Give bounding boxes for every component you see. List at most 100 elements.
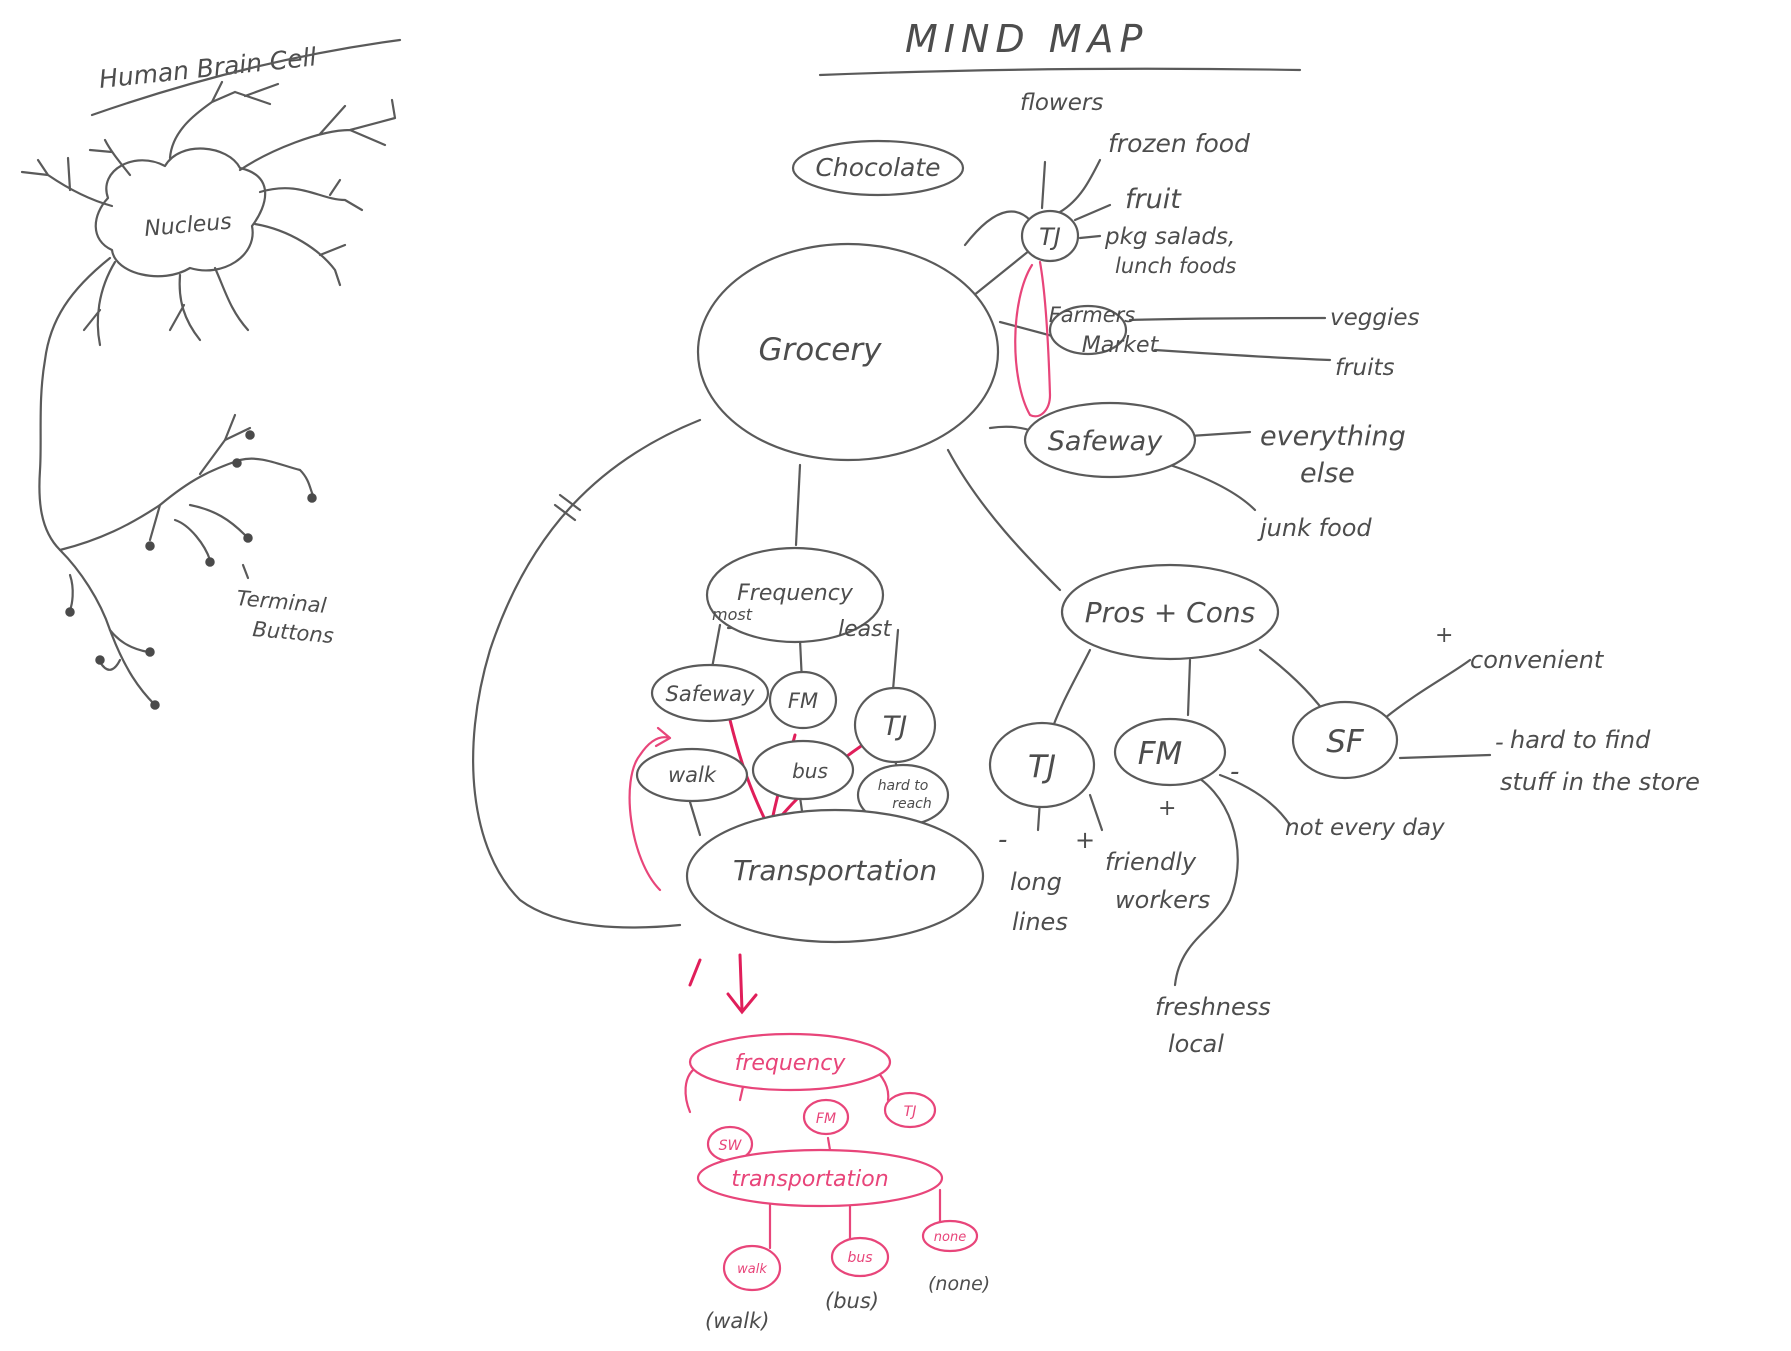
red-node-bus-label: bus: [847, 1250, 872, 1266]
link-chocolate-tj: [963, 210, 1032, 247]
red-link: [826, 1136, 832, 1152]
safeway-item-junk-food: junk food: [1257, 514, 1372, 542]
node-walk: [635, 747, 749, 803]
terminal-button: [232, 458, 242, 468]
pc-tj-minus-sign: -: [998, 825, 1007, 855]
link-tj-plus: [1088, 793, 1104, 832]
dendrite-lower-right: [253, 222, 347, 287]
node-chocolate: [791, 139, 965, 197]
link-fm-fruits: [1153, 348, 1332, 362]
node-freq-fm: [768, 670, 838, 730]
fm-item-veggies: veggies: [1330, 305, 1420, 331]
terminal-label-line-2: Buttons: [252, 617, 335, 648]
pc-tj-minus-text-2: lines: [1012, 908, 1068, 936]
node-hard-to-reach-line-1: hard to: [878, 778, 929, 794]
link-frequency-tj: [891, 628, 900, 692]
link-pc-tj: [1048, 648, 1092, 737]
node-hard-to-reach-line-2: reach: [892, 796, 932, 812]
node-pc-sf-label: SF: [1326, 724, 1365, 760]
brain-cell-title-underline: [90, 38, 402, 117]
node-tj: [1020, 209, 1080, 263]
axon-twig-2: [223, 413, 237, 442]
axon-twig-3: [148, 503, 162, 542]
link-sf-minus: [1398, 753, 1492, 760]
link-grocery-transportation-loop: [472, 418, 702, 929]
link-tj-frozen: [1058, 158, 1102, 214]
pc-fm-minus-sign: -: [1230, 757, 1239, 787]
node-pc-fm: [1113, 717, 1227, 787]
red-node-walk: [722, 1244, 782, 1292]
red-node-sw-label: SW: [719, 1138, 743, 1154]
red-caption-bus: (bus): [825, 1289, 879, 1313]
terminal-button: [65, 607, 75, 617]
pc-sf-minus-text-1: hard to find: [1510, 726, 1651, 754]
node-freq-tj: [853, 686, 937, 764]
nucleus-cell-body: [94, 147, 267, 278]
link-frequency-safeway: [710, 623, 722, 670]
node-pc-tj: [988, 721, 1096, 809]
pc-sf-minus-text-2: stuff in the store: [1500, 768, 1700, 796]
red-node-fm-label: FM: [816, 1111, 836, 1127]
pc-sf-plus-text: convenient: [1470, 646, 1605, 674]
pc-fm-minus-text: not every day: [1285, 815, 1445, 841]
link-tj-flowers: [1040, 160, 1047, 210]
link-safeway-junk: [1168, 463, 1257, 512]
red-caption-walk: (walk): [705, 1309, 769, 1333]
brain-cell-sketch: Human Brain Cell Nucleus: [20, 38, 402, 710]
red-redraft: frequency SW FM TJ transportation walk b…: [684, 1032, 990, 1333]
node-frequency-label: Frequency: [737, 581, 854, 606]
mind-map-title-underline: [818, 67, 1302, 77]
link-sf-plus: [1383, 658, 1472, 720]
mind-map-title: MIND MAP: [905, 17, 1148, 61]
pc-sf-minus-sign: -: [1495, 728, 1504, 756]
pc-sf-plus-sign: +: [1435, 623, 1453, 648]
red-loop-arrow: [628, 726, 672, 892]
terminal-label-pointer: [241, 563, 250, 580]
tj-item-fruit: fruit: [1125, 184, 1182, 215]
pc-tj-plus-text-2: workers: [1115, 886, 1210, 914]
red-caption-none: (none): [928, 1273, 990, 1295]
link-grocery-frequency: [794, 463, 802, 547]
link-grocery-proscons: [946, 448, 1062, 592]
node-pc-sf: [1291, 700, 1399, 780]
terminal-button: [145, 647, 155, 657]
dendrite-upper-left: [88, 138, 132, 177]
node-fm-label-2: Market: [1082, 333, 1160, 358]
node-walk-label: walk: [668, 763, 717, 787]
terminal-button: [243, 533, 253, 543]
node-safeway-label: Safeway: [1048, 426, 1163, 457]
axon-twig-6: [68, 573, 74, 612]
link-safeway-everything: [1188, 430, 1252, 438]
axon-branch-right: [58, 457, 315, 552]
terminal-label-line-1: Terminal: [236, 586, 328, 618]
dendrite-bottom-right: [213, 266, 250, 332]
frequency-most-label: most: [712, 605, 753, 624]
red-node-tj: [883, 1091, 937, 1129]
red-node-frequency: [688, 1032, 892, 1092]
axon-twig-7: [108, 628, 150, 654]
node-freq-safeway-label: Safeway: [666, 682, 756, 706]
terminal-button: [205, 557, 215, 567]
red-node-none: [921, 1219, 979, 1253]
red-node-fm: [802, 1098, 850, 1136]
node-chocolate-label: Chocolate: [815, 153, 940, 182]
dendrite-left: [20, 156, 114, 208]
node-farmers-market: [1048, 304, 1128, 356]
pc-tj-plus-text-1: friendly: [1105, 848, 1197, 876]
axon-twig-8: [98, 658, 122, 671]
node-bus-label: bus: [792, 759, 828, 783]
dendrite-right: [258, 178, 364, 212]
frequency-least-label: least: [838, 617, 893, 642]
mind-map-sketch: MIND MAP: [472, 17, 1700, 1333]
axon: [38, 256, 157, 707]
node-grocery: [696, 242, 1000, 462]
node-transportation: [685, 808, 985, 944]
axon-twig-1: [198, 426, 252, 476]
terminal-button: [150, 700, 160, 710]
loop-tick-marks: [553, 493, 582, 522]
red-down-arrow: [726, 953, 758, 1015]
node-pc-tj-label: TJ: [1028, 749, 1056, 785]
pc-fm-plus-sign: +: [1158, 796, 1176, 821]
terminal-button: [307, 493, 317, 503]
